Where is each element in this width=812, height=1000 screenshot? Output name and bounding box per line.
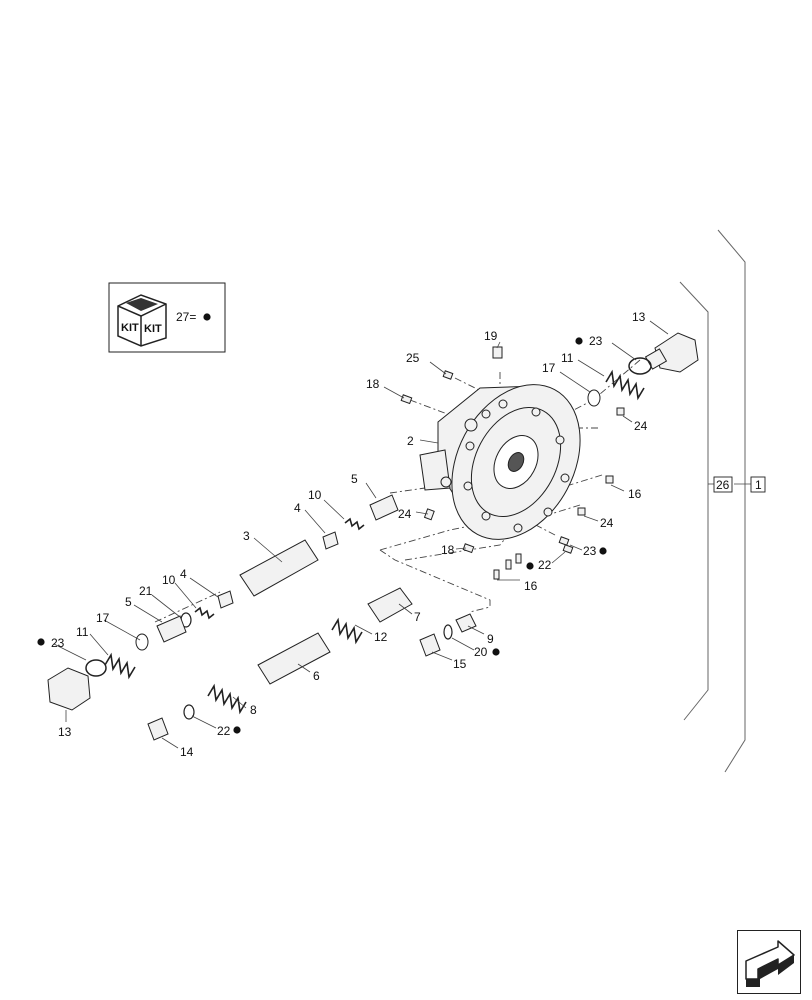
spring-12 [331, 617, 363, 645]
callout-24-right: 24 [634, 419, 648, 433]
bullet-dot-icon [526, 562, 534, 570]
callout-23-top: 23 [589, 334, 603, 348]
plug-13-left [47, 667, 91, 711]
callout-10-upper: 10 [308, 488, 322, 502]
callout-1: 1 [755, 478, 762, 492]
washer-4-lower [217, 590, 234, 609]
leader-lines [53, 320, 669, 749]
bullet-dot-icon [575, 337, 583, 345]
bullet-dot-icon [233, 726, 241, 734]
o-ring-22-lower [183, 704, 195, 720]
o-ring-23-left [85, 659, 107, 677]
callout-2: 2 [407, 434, 414, 448]
callout-16-bottom: 16 [524, 579, 538, 593]
kit-text-right: KIT [144, 323, 162, 335]
washer-17-right [587, 389, 601, 407]
callout-13-top: 13 [632, 310, 646, 324]
next-page-button[interactable] [737, 930, 801, 994]
washer-17-left [135, 633, 149, 651]
kit-box-icon: KIT KIT [117, 294, 167, 347]
callout-26: 26 [716, 478, 730, 492]
callout-18-top: 18 [366, 377, 380, 391]
washer-4-upper [322, 531, 339, 550]
callout-24-left: 24 [398, 507, 412, 521]
spring-11-right [605, 369, 645, 401]
callout-19: 19 [484, 329, 498, 343]
pin-16-c [515, 553, 522, 564]
callout-11-top: 11 [561, 351, 574, 365]
callout-5-upper: 5 [351, 472, 358, 486]
plug-13-right [644, 332, 699, 373]
callout-12: 12 [374, 630, 388, 644]
next-page-arrow-icon [745, 940, 795, 987]
callout-20: 20 [474, 645, 488, 659]
pin-22-lower [562, 544, 574, 554]
plug-24-mid [577, 507, 586, 516]
pump-housing [419, 384, 581, 540]
callout-22-bottom: 22 [217, 724, 231, 738]
kit-legend: KIT KIT 27= [108, 282, 226, 353]
callout-18-bottom: 18 [441, 543, 455, 557]
callout-4-upper: 4 [294, 501, 301, 515]
callout-21: 21 [139, 584, 153, 598]
kit-text-left: KIT [121, 322, 139, 334]
callout-22-top: 22 [538, 558, 552, 572]
callout-23-left: 23 [51, 636, 65, 650]
seal-10-lower [194, 606, 215, 620]
pin-18-bottom [462, 543, 475, 554]
callout-23-mid: 23 [583, 544, 597, 558]
plug-24-right [616, 407, 625, 416]
pin-16-a [493, 569, 500, 580]
callout-14: 14 [180, 745, 194, 759]
plug-9 [455, 613, 477, 633]
o-ring-20 [443, 624, 453, 640]
callout-9: 9 [487, 632, 494, 646]
spool-3 [239, 539, 319, 597]
callout-7: 7 [414, 610, 421, 624]
seal-10-upper [344, 517, 365, 531]
spring-11-left [104, 652, 136, 680]
callout-17-top: 17 [542, 361, 556, 375]
piston-7 [367, 587, 413, 623]
callout-13-left: 13 [58, 725, 72, 739]
spool-6 [257, 632, 331, 685]
callout-3: 3 [243, 529, 250, 543]
cap-14 [147, 717, 169, 741]
spring-8 [207, 683, 247, 715]
o-ring-23-right [628, 357, 652, 375]
pin-22-upper [558, 536, 570, 546]
callout-15: 15 [453, 657, 467, 671]
callout-16-right: 16 [628, 487, 642, 501]
bullet-dot-icon [37, 638, 45, 646]
callout-24-mid: 24 [600, 516, 614, 530]
callout-4-lower: 4 [180, 567, 187, 581]
cap-15 [419, 633, 441, 657]
pin-25 [442, 370, 454, 380]
callout-17-left: 17 [96, 611, 110, 625]
callout-5-lower: 5 [125, 595, 132, 609]
plug-16-right [605, 475, 614, 484]
valve-5-upper [369, 494, 399, 521]
valve-5-lower [156, 615, 187, 643]
callout-11-left: 11 [76, 625, 89, 639]
pin-18-top [400, 394, 413, 405]
plug-24-left [423, 508, 435, 521]
callout-8: 8 [250, 703, 257, 717]
assembly-brackets: 26 1 [679, 229, 766, 773]
bullet-dot-icon [492, 648, 500, 656]
pin-16-b [505, 559, 512, 570]
callout-10-lower: 10 [162, 573, 176, 587]
bullet-dot-icon [599, 547, 607, 555]
callout-25: 25 [406, 351, 420, 365]
pin-19 [492, 346, 503, 359]
callout-6: 6 [313, 669, 320, 683]
bullet-dot-icon [203, 313, 211, 321]
kit-label: 27= [176, 310, 196, 324]
